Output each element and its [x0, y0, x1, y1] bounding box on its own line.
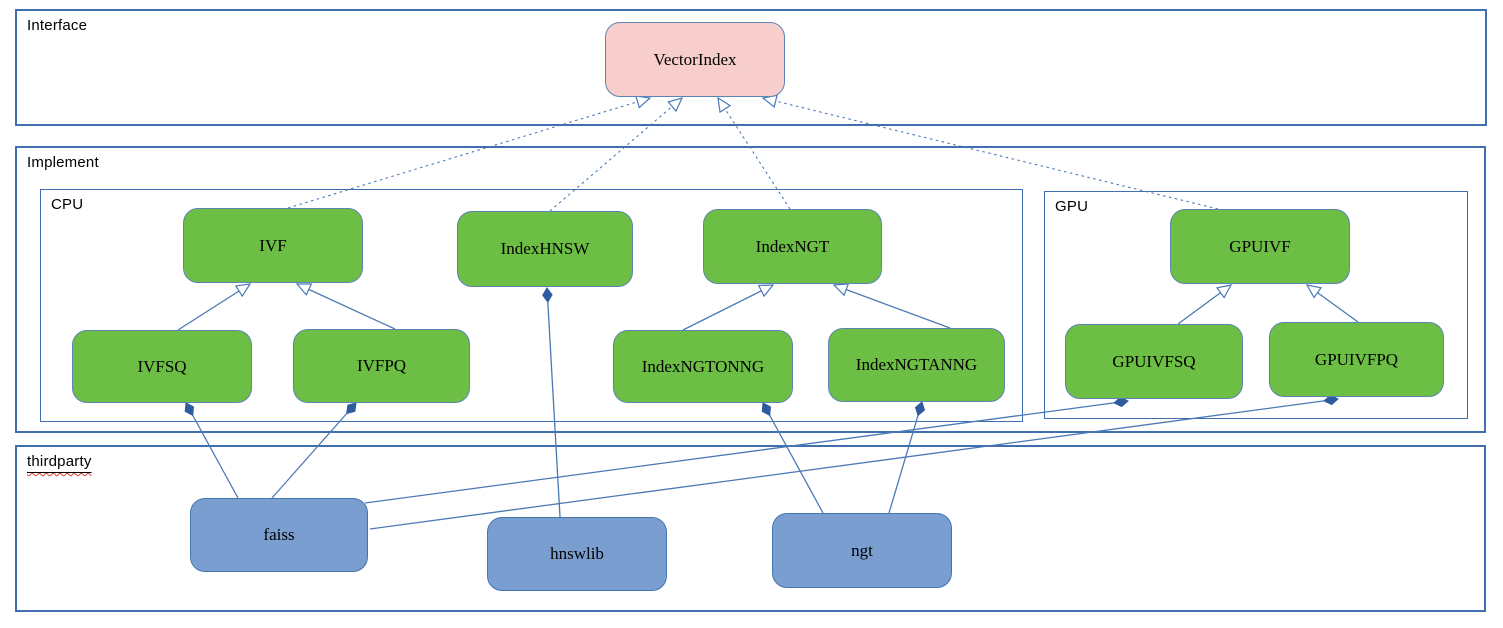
node-vectorindex[interactable]: VectorIndex — [605, 22, 785, 97]
node-indexngtonng-label: IndexNGTONNG — [641, 356, 765, 376]
node-gpuivf[interactable]: GPUIVF — [1170, 209, 1350, 284]
container-interface[interactable]: Interface — [15, 9, 1487, 126]
container-thirdparty-label-text: thirdparty — [27, 453, 92, 470]
node-indexngt[interactable]: IndexNGT — [703, 209, 882, 284]
container-cpu-label: CPU — [51, 196, 84, 213]
node-indexngt-label: IndexNGT — [755, 236, 830, 256]
edge-indexngtonng-composes-ngt — [761, 402, 824, 514]
node-indexhnsw[interactable]: IndexHNSW — [457, 211, 633, 287]
node-ivfpq[interactable]: IVFPQ — [293, 329, 470, 403]
node-ngt-label: ngt — [851, 540, 873, 560]
node-vectorindex-label: VectorIndex — [653, 49, 737, 69]
container-thirdparty[interactable]: thirdparty — [15, 445, 1486, 612]
edge-gpuivfsq-inherits-gpuivf — [1177, 284, 1233, 325]
container-interface-label: Interface — [27, 17, 88, 34]
container-implement[interactable]: Implement — [15, 146, 1486, 433]
node-ivfpq-label: IVFPQ — [356, 356, 407, 375]
node-ivf-label: IVF — [259, 235, 287, 255]
edge-indexhnsw-implements-vectorindex — [549, 97, 684, 212]
node-gpuivfpq[interactable]: GPUIVFPQ — [1269, 322, 1444, 397]
edge-gpuivfpq-inherits-gpuivf — [1305, 284, 1359, 323]
node-indexngtonng[interactable]: IndexNGTONNG — [613, 330, 793, 403]
edge-gpuivfsq-composes-faiss — [364, 396, 1129, 504]
node-ivfsq[interactable]: IVFSQ — [72, 330, 252, 403]
edge-indexhnsw-composes-hnswlib — [542, 287, 561, 518]
edge-ivfpq-composes-faiss — [271, 402, 357, 499]
edge-indexngtonng-inherits-indexngt — [682, 284, 775, 331]
node-hnswlib[interactable]: hnswlib — [487, 517, 667, 591]
edge-ivfsq-inherits-ivf — [177, 283, 252, 331]
edge-ivfpq-inherits-ivf — [295, 283, 396, 330]
node-gpuivfpq-label: GPUIVFPQ — [1314, 349, 1399, 369]
node-gpuivfsq[interactable]: GPUIVFSQ — [1065, 324, 1243, 399]
node-faiss[interactable]: faiss — [190, 498, 368, 572]
edge-ivf-implements-vectorindex — [287, 95, 652, 209]
container-thirdparty-label: thirdparty — [27, 453, 92, 470]
container-gpu[interactable]: GPU — [1044, 191, 1468, 419]
node-ngt[interactable]: ngt — [772, 513, 952, 588]
container-implement-label: Implement — [27, 154, 99, 171]
edge-indexngt-implements-vectorindex — [717, 96, 791, 210]
node-ivfsq-label: IVFSQ — [137, 356, 187, 376]
node-gpuivf-label: GPUIVF — [1229, 236, 1291, 256]
node-faiss-label: faiss — [263, 525, 295, 544]
edge-ivfsq-composes-faiss — [184, 402, 239, 499]
container-gpu-label: GPU — [1055, 198, 1089, 215]
node-indexhnsw-label: IndexHNSW — [500, 239, 590, 258]
container-cpu[interactable]: CPU — [40, 189, 1023, 422]
edge-gpuivfpq-composes-faiss — [369, 394, 1339, 530]
node-hnswlib-label: hnswlib — [550, 544, 604, 563]
node-indexngtanng[interactable]: IndexNGTANNG — [828, 328, 1005, 402]
edge-gpuivf-implements-vectorindex — [761, 94, 1219, 210]
node-ivf[interactable]: IVF — [183, 208, 363, 283]
node-gpuivfsq-label: GPUIVFSQ — [1112, 351, 1196, 371]
node-indexngtanng-label: IndexNGTANNG — [855, 355, 978, 374]
edge-indexngtanng-inherits-indexngt — [832, 283, 951, 329]
